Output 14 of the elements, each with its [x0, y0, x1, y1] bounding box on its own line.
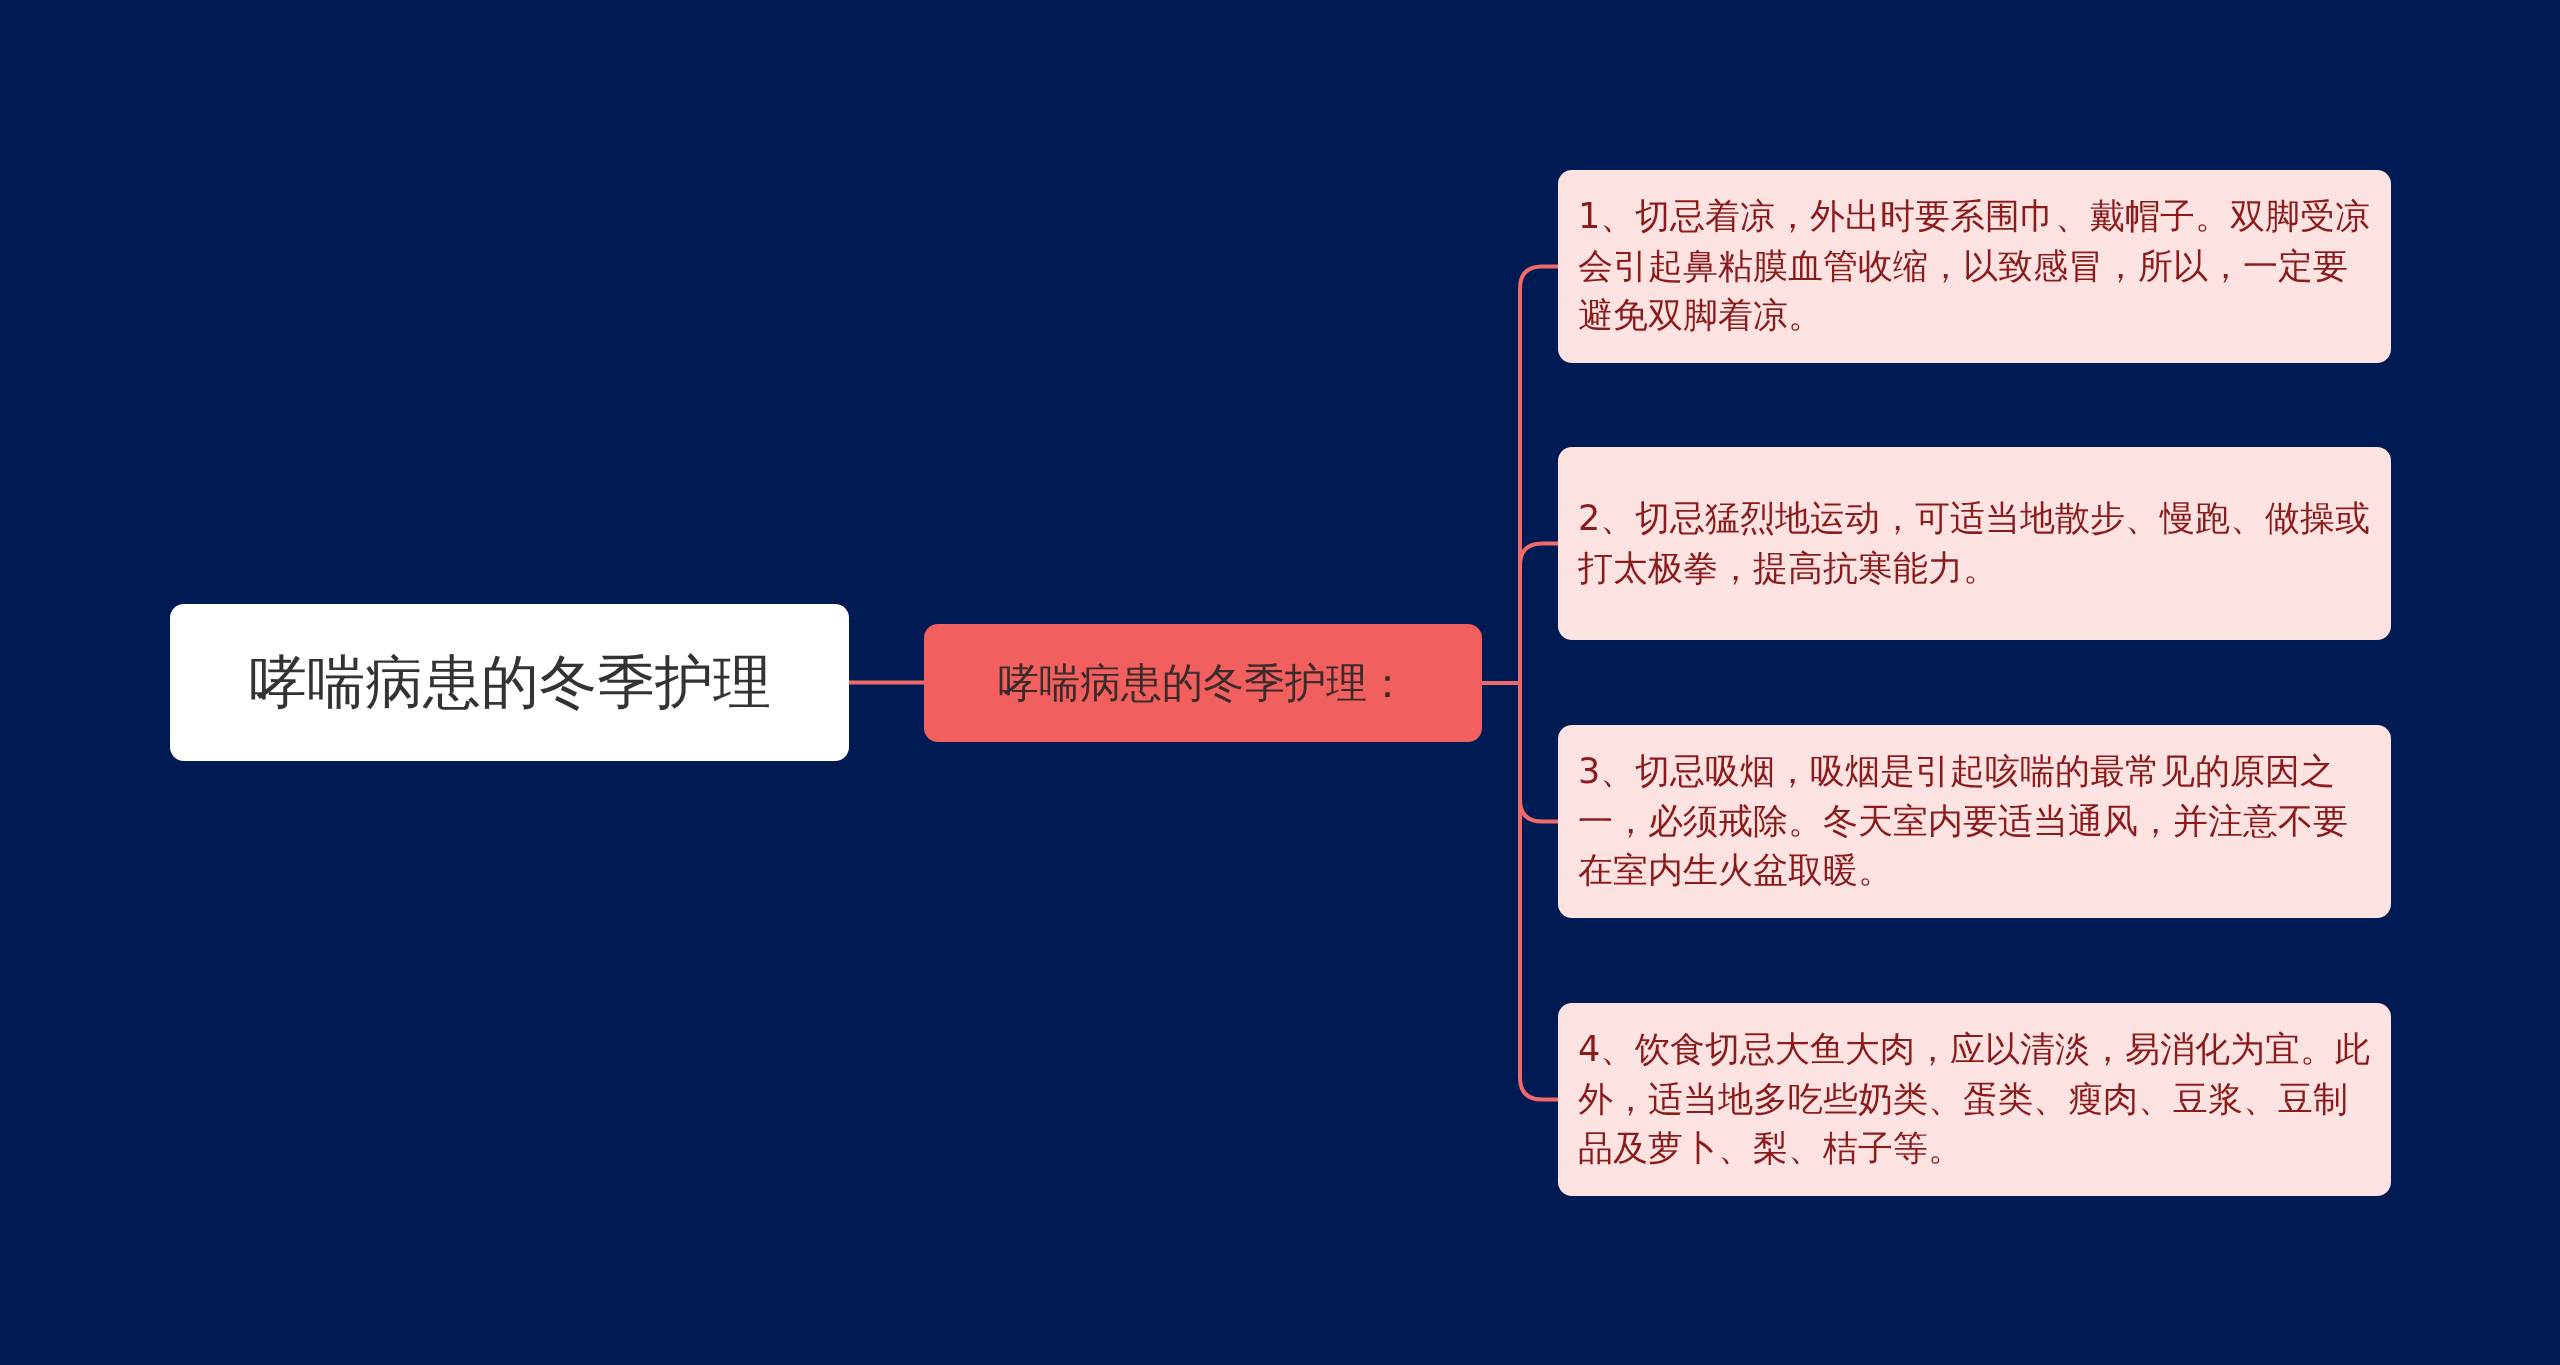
root-topic-box — [170, 604, 849, 761]
leaf-topic-box — [1558, 1003, 2391, 1196]
topic-text: 哮喘病患的冬季护理 — [248, 646, 771, 718]
connector-line — [1482, 681, 1558, 1102]
leaf-topic-box — [1558, 725, 2391, 918]
connector-line — [849, 680, 924, 685]
topic-text: 2、切忌猛烈地运动，可适当地散步、慢跑、做操或打太极拳，提高抗寒能力。 — [1578, 496, 2371, 590]
leaf-topic-box — [1558, 170, 2391, 363]
topic-text: 哮喘病患的冬季护理： — [998, 657, 1408, 709]
topic-text: 3、切忌吸烟，吸烟是引起咳喘的最常见的原因之一，必须戒除。冬天室内要适当通风，并注意不要在室内生火盆取暖。 — [1578, 749, 2349, 893]
topic-text: 4、饮食切忌大鱼大肉，应以清淡，易消化为宜。此外，适当地多吃些奶类、蛋类、瘦肉、豆浆、豆制品及萝卜、梨、桔子等。 — [1578, 1027, 2371, 1171]
topic-text: 1、切忌着凉，外出时要系围巾、戴帽子。双脚受凉会引起鼻粘膜血管收缩，以致感冒，所以，一定要避免双脚着凉。 — [1578, 194, 2371, 338]
subtopic-box — [924, 624, 1482, 742]
leaf-topic-box — [1558, 447, 2391, 640]
